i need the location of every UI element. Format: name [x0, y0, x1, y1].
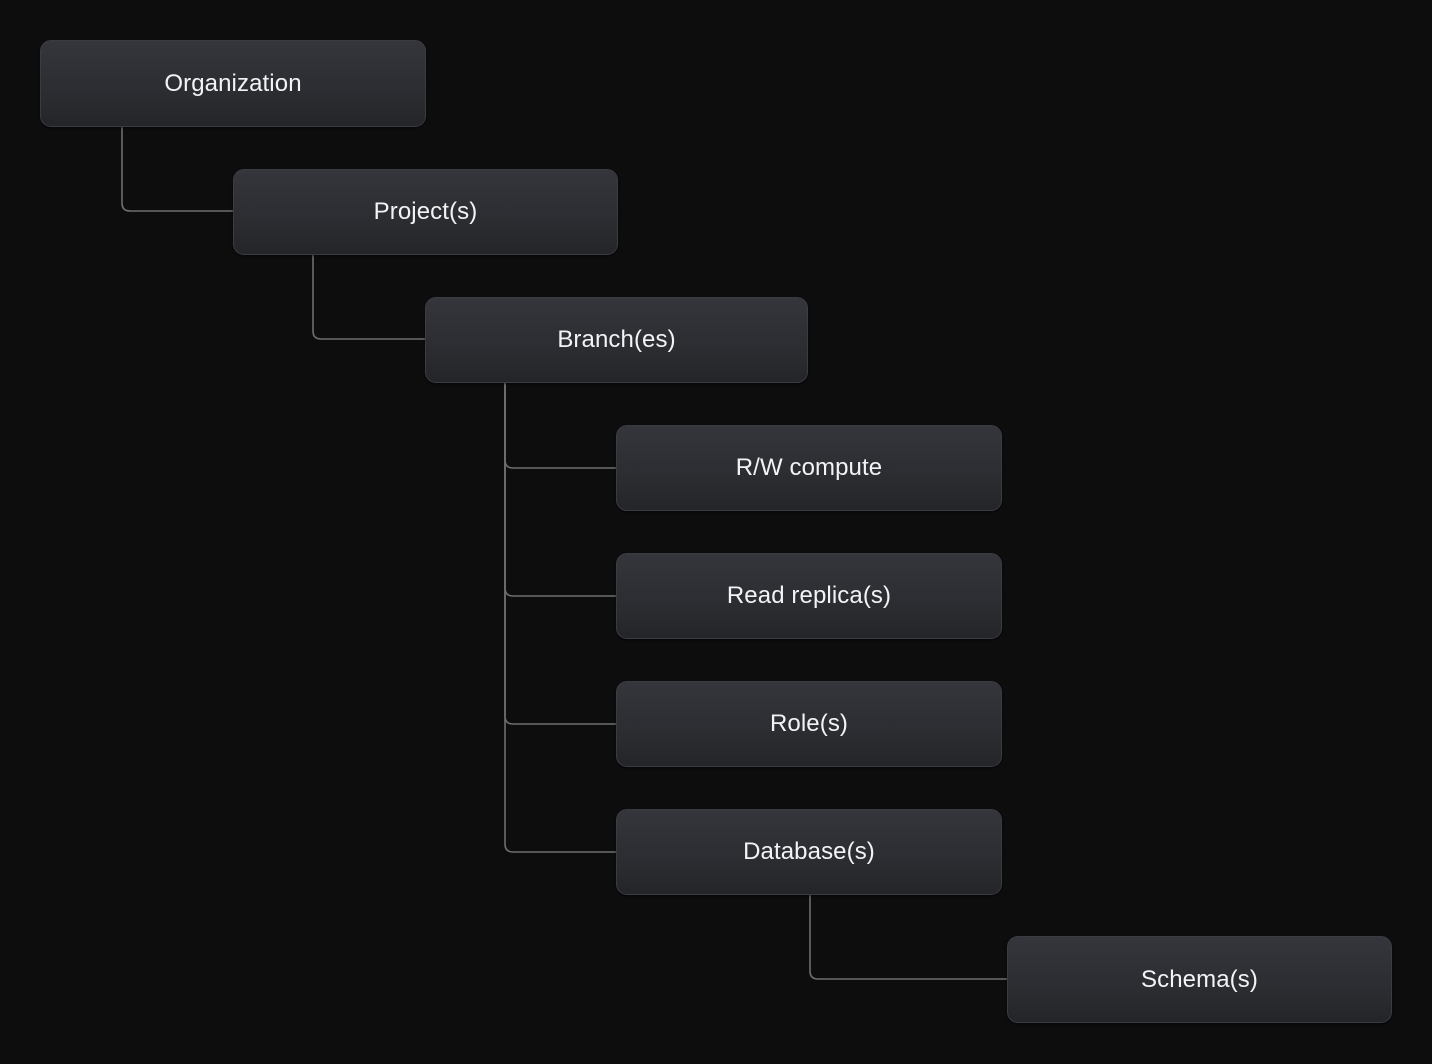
node-project[interactable]: Project(s): [233, 169, 618, 255]
edge-branch-role: [504, 382, 617, 725]
node-organization[interactable]: Organization: [40, 40, 426, 127]
node-role-label: Role(s): [769, 710, 849, 737]
node-role[interactable]: Role(s): [616, 681, 1002, 767]
node-rw-compute-label: R/W compute: [735, 454, 883, 481]
node-rw-compute[interactable]: R/W compute: [616, 425, 1002, 511]
node-branch-label: Branch(es): [557, 326, 676, 353]
edge-branch-rw-compute: [504, 382, 617, 469]
edge-database-schema: [809, 894, 1008, 980]
node-branch[interactable]: Branch(es): [425, 297, 808, 383]
node-database[interactable]: Database(s): [616, 809, 1002, 895]
node-schema[interactable]: Schema(s): [1007, 936, 1392, 1023]
node-database-label: Database(s): [743, 838, 875, 865]
node-organization-label: Organization: [164, 69, 302, 97]
edge-branch-database: [504, 382, 617, 853]
edge-branch-read-replica: [504, 382, 617, 597]
edge-project-branch: [312, 254, 426, 340]
edge-organization-project: [121, 126, 234, 212]
node-read-replica-label: Read replica(s): [726, 582, 892, 609]
node-project-label: Project(s): [373, 198, 478, 225]
node-read-replica[interactable]: Read replica(s): [616, 553, 1002, 639]
node-schema-label: Schema(s): [1141, 965, 1258, 993]
